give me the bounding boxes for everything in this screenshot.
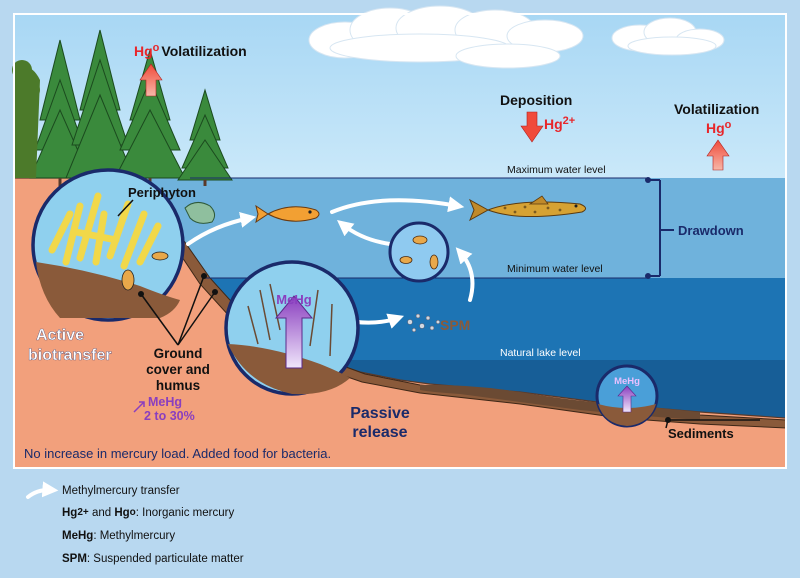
legend-transfer-label: Methylmercury transfer (62, 485, 180, 497)
methylmercury-transfer-arrows (186, 196, 475, 329)
volatilization-right-label: Volatilization (674, 101, 759, 117)
legend-transfer-arrow-icon (26, 481, 59, 499)
zooplankton (399, 235, 439, 270)
legend-mehg-label: : Methylmercury (93, 530, 176, 542)
legend-hg0: Hg (114, 507, 130, 519)
sediments-label: Sediments (668, 426, 734, 441)
maximum-water-level-label: Maximum water level (507, 164, 606, 176)
legend-hg2: Hg (62, 507, 78, 519)
natural-lake-level-label: Natural lake level (500, 347, 581, 359)
small-fish (255, 204, 320, 224)
passive-release-label-2: release (352, 424, 407, 441)
legend-mehg: MeHg: Methylmercury (62, 530, 175, 542)
leader-dot-sediments (665, 417, 671, 423)
bracket-dot-top (645, 177, 651, 183)
cloud (308, 5, 584, 69)
deposition-arrow (520, 111, 544, 143)
passive-release-bubble (224, 260, 360, 396)
mehg-large-label: MeHg (276, 292, 311, 307)
legend-spm-term: SPM (62, 553, 87, 565)
mehg-small-label: MeHg (614, 376, 640, 387)
diagram-frame (13, 13, 787, 469)
active-biotransfer-bubble (31, 168, 185, 322)
legend-spm-label: : Suspended particulate matter (86, 553, 244, 565)
leader-dot-3 (212, 289, 218, 295)
active-biotransfer-label-2: biotransfer (28, 347, 112, 364)
footnote-text: No increase in mercury load. Added food … (24, 446, 331, 461)
passive-release-label-1: Passive (350, 405, 410, 422)
mehg-release-arrow (274, 295, 314, 369)
conifer-trees (12, 29, 233, 186)
methylation-note: MeHg 2 to 30% (133, 395, 195, 423)
drawdown-label: Drawdown (678, 223, 744, 238)
legend-transfer: Methylmercury transfer (62, 485, 180, 497)
spm-label: SPM (440, 317, 470, 333)
volatilization-arrow-left (139, 63, 163, 97)
spm-particles (407, 313, 441, 333)
ground-cover-label-1: Ground (154, 346, 203, 361)
volatilization-right-hg0: Hgo (706, 119, 732, 136)
leader-dot-1 (138, 291, 144, 297)
legend-hg0-sup: o (129, 506, 136, 518)
ground-cover-label-2: cover and (146, 362, 210, 377)
legend-spm: SPM: Suspended particulate matter (62, 553, 244, 565)
deposition-label: Deposition (500, 92, 572, 108)
deposition-hg2: Hg2+ (544, 115, 575, 132)
invertebrate (121, 251, 169, 291)
legend-and: and (88, 507, 115, 519)
bracket-dot-bottom (645, 273, 651, 279)
legend-inorganic-label: : Inorganic mercury (135, 507, 235, 519)
volatilization-arrow-right (706, 139, 730, 171)
pike-fish (469, 195, 586, 222)
cloud-small (611, 17, 725, 56)
svg-text:MeHg: MeHg (148, 395, 182, 409)
legend-mehg-term: MeHg (62, 530, 94, 542)
footnote-band (14, 438, 786, 468)
active-biotransfer-label: Active (36, 327, 84, 344)
periphyton-label: Periphyton (128, 185, 196, 200)
ground-cover-label-3: humus (156, 378, 200, 393)
zooplankton-bubble (388, 221, 450, 283)
svg-text:2 to 30%: 2 to 30% (144, 409, 195, 423)
leader-dot-2 (201, 273, 207, 279)
floating-algae (184, 202, 216, 224)
legend-hg2-sup: 2+ (77, 506, 89, 518)
sediment-bubble (595, 364, 659, 428)
minimum-water-level-label: Minimum water level (507, 263, 603, 275)
